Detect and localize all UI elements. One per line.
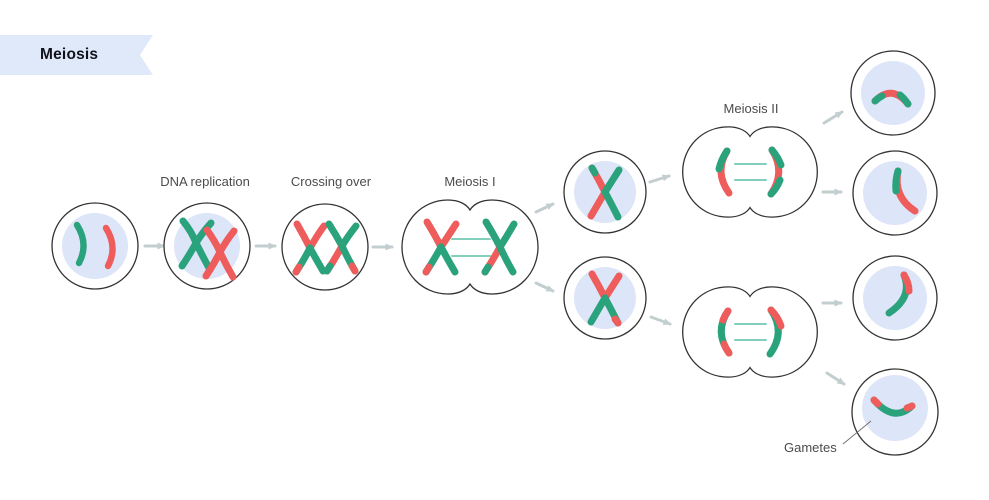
daughter-cell-top bbox=[563, 150, 647, 234]
meiosis-2-cell-top bbox=[682, 126, 818, 218]
meiosis-2-cell-bottom bbox=[682, 286, 818, 378]
gamete-cell-2 bbox=[852, 150, 938, 236]
title-banner: Meiosis bbox=[0, 35, 153, 75]
label-meiosis-i: Meiosis I bbox=[444, 174, 496, 189]
page-title: Meiosis bbox=[40, 46, 99, 63]
gamete-cell-1 bbox=[850, 50, 936, 136]
daughter-cell-bottom bbox=[563, 256, 647, 340]
dna-replication-cell bbox=[163, 202, 251, 290]
meiosis-1-cell bbox=[401, 199, 539, 295]
gamete-cell-3 bbox=[852, 255, 938, 341]
gamete-cell-4 bbox=[851, 368, 939, 456]
crossing-over-cell bbox=[281, 203, 369, 291]
label-meiosis-ii: Meiosis II bbox=[723, 101, 779, 116]
label-gametes: Gametes bbox=[784, 440, 837, 455]
flow-arrows bbox=[143, 110, 846, 386]
gametes-pointer-line bbox=[842, 420, 872, 445]
label-crossing-over: Crossing over bbox=[290, 174, 372, 189]
label-dna-replication: DNA replication bbox=[160, 174, 250, 189]
parent-cell bbox=[51, 202, 139, 290]
